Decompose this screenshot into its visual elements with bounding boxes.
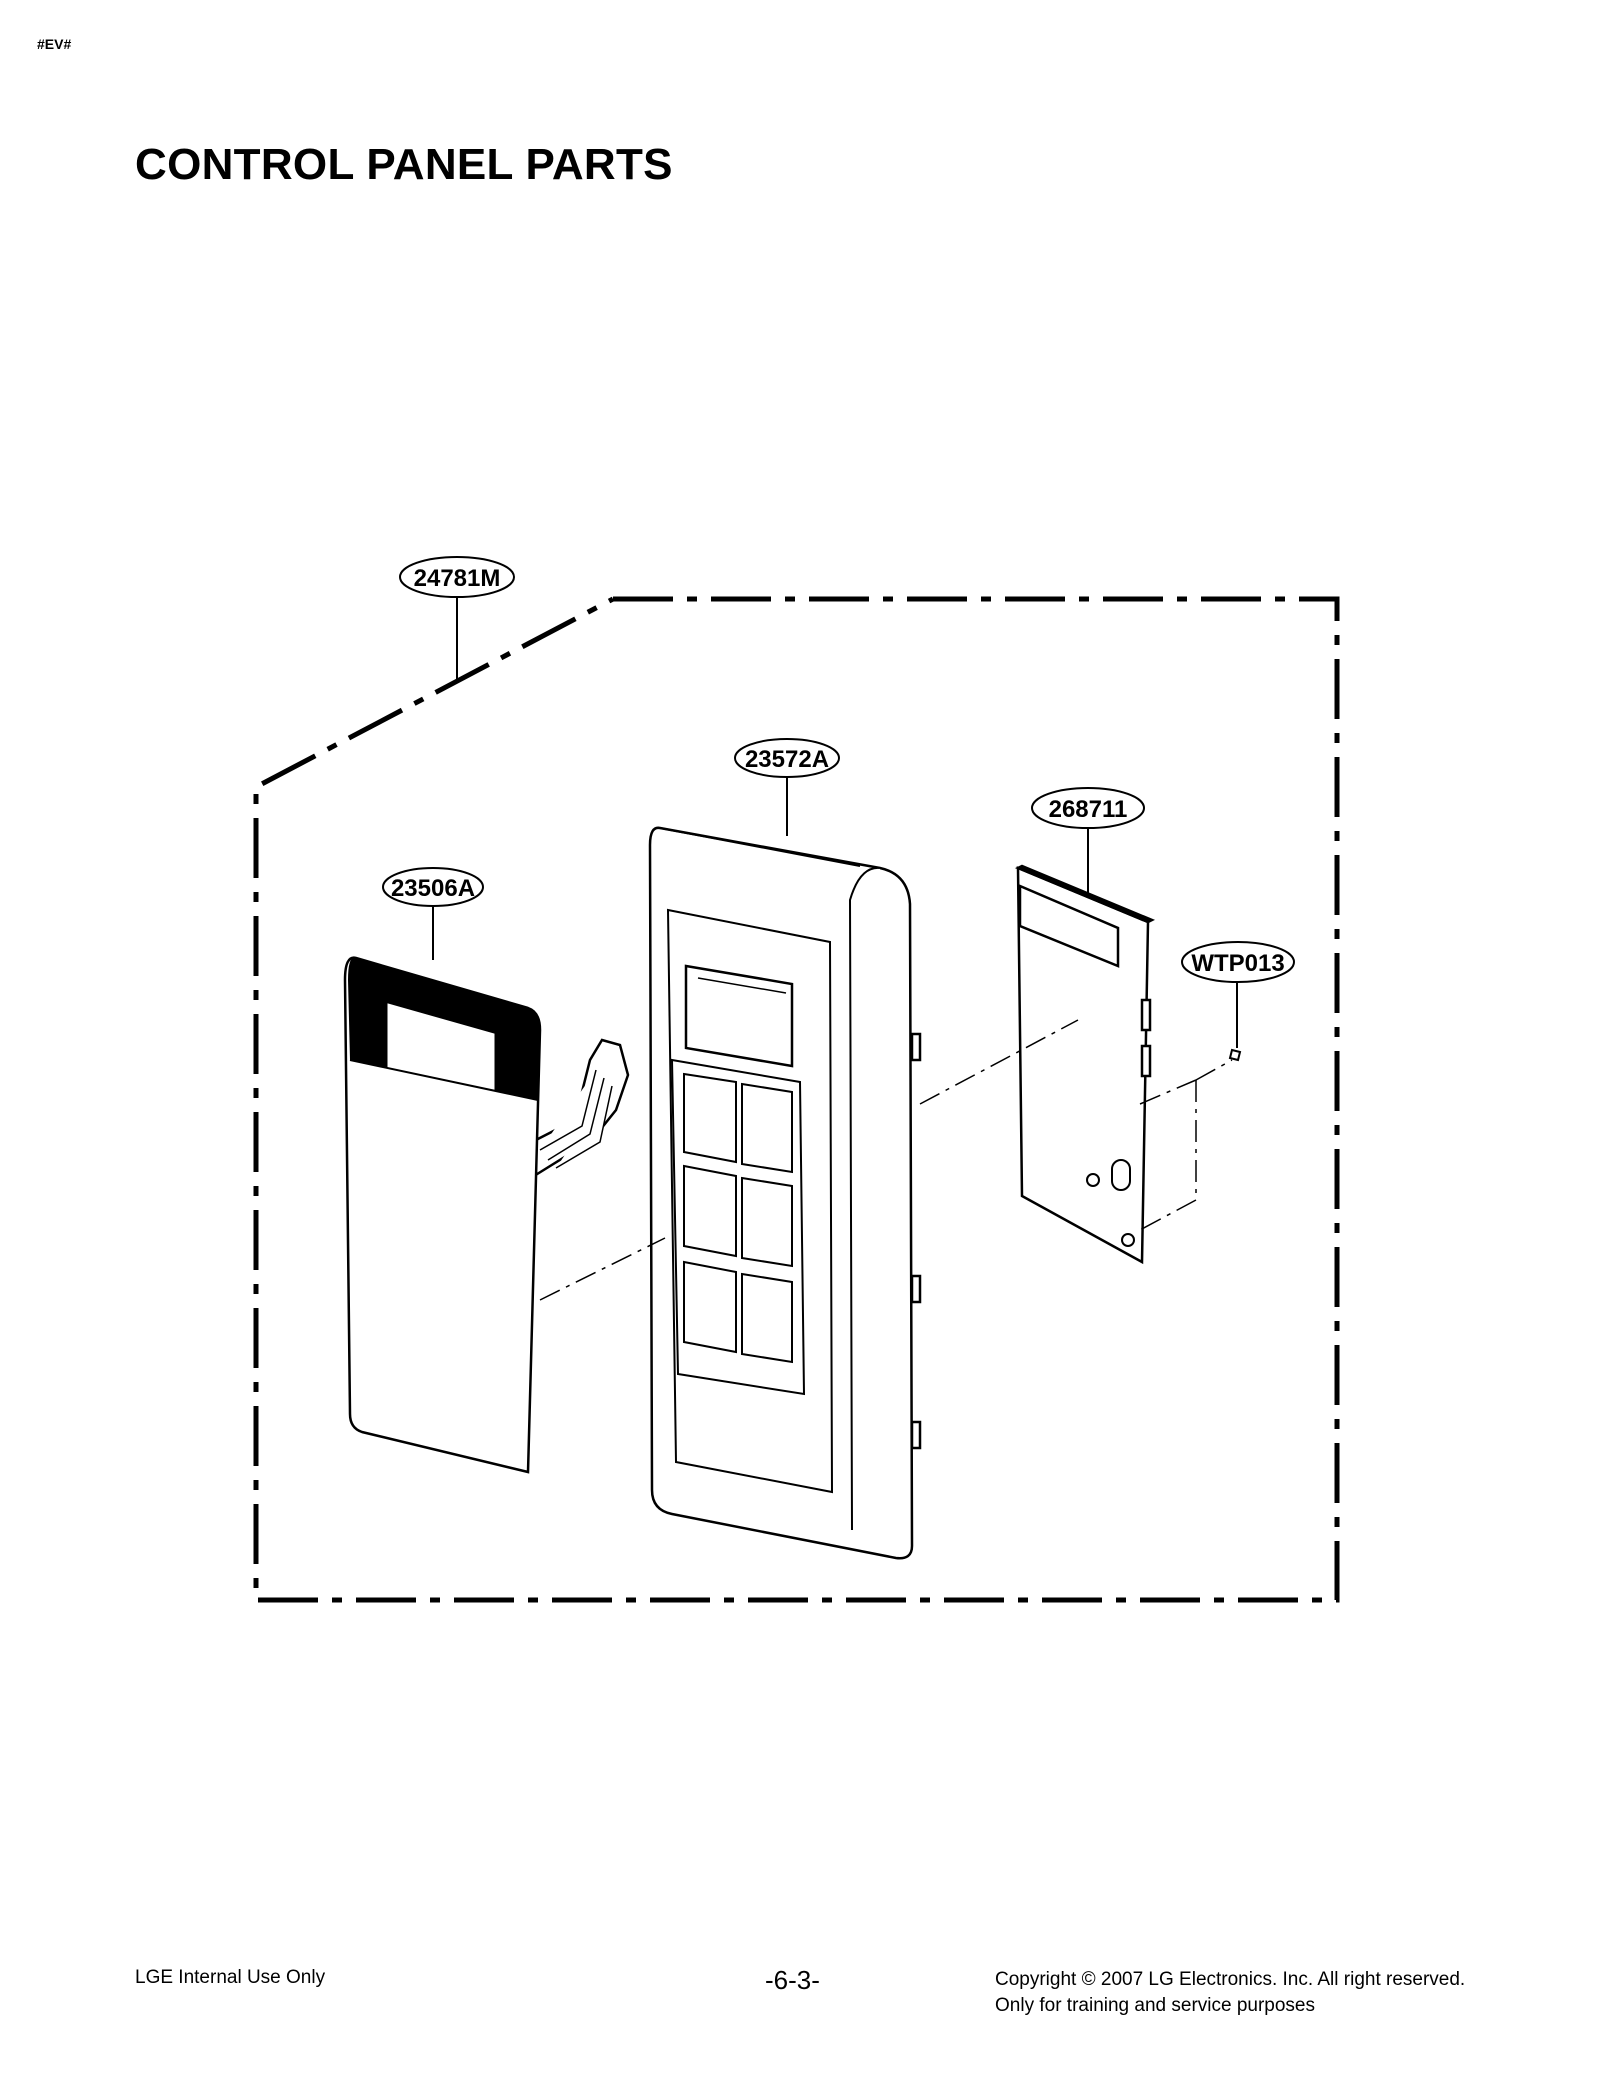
leader-lines: [432, 596, 1238, 1048]
corner-mark: #EV#: [37, 36, 72, 52]
svg-text:23506A: 23506A: [391, 875, 475, 902]
callout-268711: 268711: [1031, 787, 1145, 829]
footer-copyright-line1: Copyright © 2007 LG Electronics. Inc. Al…: [995, 1969, 1466, 1990]
svg-text:WTP013: WTP013: [1191, 950, 1284, 977]
footer-copyright: Copyright © 2007 LG Electronics. Inc. Al…: [995, 1967, 1465, 2019]
front-frame-part: [648, 826, 922, 1560]
pcb-part: [1014, 864, 1242, 1265]
callout-24781m: 24781M: [399, 556, 515, 598]
alignment-lines: [539, 1019, 1233, 1301]
footer-copyright-line2: Only for training and service purposes: [995, 1995, 1315, 2016]
callout-wtp013: WTP013: [1181, 941, 1295, 983]
membrane-panel-part: [343, 956, 630, 1474]
footer-page-number: -6-3-: [765, 1965, 820, 1995]
svg-text:268711: 268711: [1049, 796, 1128, 823]
assembly-boundary: [253, 596, 1340, 1603]
svg-text:24781M: 24781M: [414, 565, 501, 592]
footer-internal-use: LGE Internal Use Only: [135, 1967, 326, 1988]
page-title: CONTROL PANEL PARTS: [135, 140, 673, 189]
svg-text:23572A: 23572A: [745, 746, 829, 773]
callout-23572a: 23572A: [734, 738, 840, 778]
callout-23506a: 23506A: [382, 867, 484, 907]
